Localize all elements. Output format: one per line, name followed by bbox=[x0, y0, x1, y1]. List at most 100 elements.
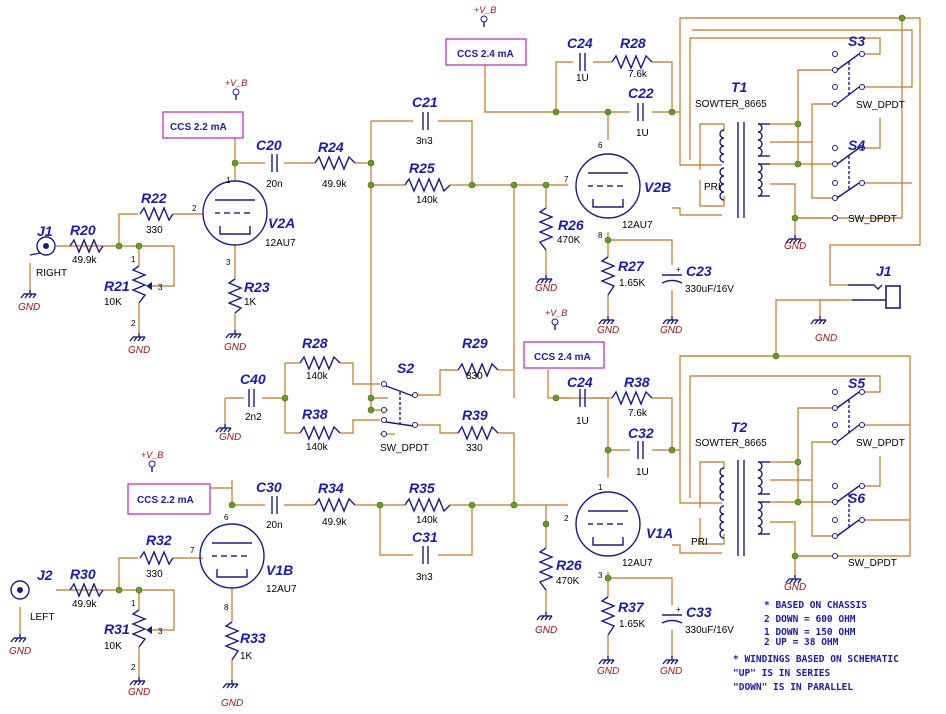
svg-text:GND: GND bbox=[815, 333, 837, 344]
capacitor-c22 bbox=[637, 103, 644, 121]
switch-type: SW_DPDT bbox=[848, 214, 897, 225]
transformer-model: SOWTER_8665 bbox=[695, 99, 767, 110]
switch-s6 bbox=[832, 483, 865, 559]
svg-text:2 DOWN = 600 OHM: 2 DOWN = 600 OHM bbox=[764, 614, 856, 625]
capacitor-value: 20n bbox=[266, 520, 283, 531]
switch-type: SW_DPDT bbox=[848, 558, 897, 569]
svg-text:+: + bbox=[676, 265, 681, 274]
resistor-value: 49.9k bbox=[322, 517, 347, 528]
tube-ref: V2B bbox=[644, 179, 671, 195]
svg-text:* BASED ON CHASSIS: * BASED ON CHASSIS bbox=[764, 600, 867, 611]
resistor-ref: R22 bbox=[141, 190, 167, 206]
tube-ref: V2A bbox=[268, 215, 295, 231]
resistor-ref: R23 bbox=[244, 279, 270, 295]
transformer-model: SOWTER_8665 bbox=[695, 438, 767, 449]
svg-text:GND: GND bbox=[660, 325, 682, 336]
svg-text:3: 3 bbox=[158, 283, 163, 292]
ccs-label: CCS 2.2 mA bbox=[170, 122, 227, 133]
svg-text:2 UP = 38 OHM: 2 UP = 38 OHM bbox=[764, 637, 839, 648]
capacitor-c32 bbox=[637, 441, 644, 459]
svg-text:1 DOWN = 150 OHM: 1 DOWN = 150 OHM bbox=[764, 627, 856, 638]
svg-text:GND: GND bbox=[224, 342, 246, 353]
vb-symbol bbox=[551, 318, 559, 331]
tube-ref: V1B bbox=[266, 562, 293, 578]
resistor-value: 470K bbox=[557, 235, 581, 246]
resistor-value: 10K bbox=[104, 641, 122, 652]
capacitor-value: 1U bbox=[576, 73, 589, 84]
svg-text:8: 8 bbox=[598, 231, 603, 240]
resistor-value: 330 bbox=[146, 569, 163, 580]
tube-type: 12AU7 bbox=[622, 558, 653, 569]
resistor-ref: R38 bbox=[302, 406, 328, 422]
resistor-r20 bbox=[69, 238, 104, 254]
ccs-box-v1a bbox=[523, 341, 605, 369]
capacitor-c20 bbox=[271, 154, 278, 172]
svg-text:GND: GND bbox=[597, 325, 619, 336]
ccs-label: CCS 2.2 mA bbox=[137, 495, 194, 506]
ccs-box-v2a bbox=[162, 111, 244, 139]
capacitor-c40 bbox=[248, 389, 255, 407]
tube-v1a bbox=[575, 491, 641, 557]
resistor-r38b bbox=[299, 425, 341, 441]
vb-symbol bbox=[232, 88, 240, 101]
resistor-ref: R28 bbox=[620, 35, 646, 51]
capacitor-value: 3n3 bbox=[416, 136, 433, 147]
resistor-r26b bbox=[538, 547, 554, 591]
resistor-r39 bbox=[457, 425, 499, 441]
svg-text:6: 6 bbox=[598, 141, 603, 150]
resistor-value: 330 bbox=[466, 443, 483, 454]
svg-text:+: + bbox=[676, 605, 681, 614]
svg-text:GND: GND bbox=[128, 687, 150, 698]
capacitor-c30 bbox=[271, 496, 278, 514]
svg-text:GND: GND bbox=[128, 345, 150, 356]
tube-type: 12AU7 bbox=[265, 238, 296, 249]
capacitor-value: 1U bbox=[636, 128, 649, 139]
switch-type: SW_DPDT bbox=[380, 443, 429, 454]
resistor-r32 bbox=[139, 550, 174, 566]
tube-v1b bbox=[199, 523, 265, 589]
resistor-value: 1K bbox=[240, 651, 253, 662]
capacitor-ref: C24 bbox=[567, 374, 593, 390]
input-jack-j2 bbox=[10, 580, 30, 600]
resistor-value: 1.65K bbox=[619, 278, 645, 289]
svg-text:* WINDINGS BASED ON SCHEMATIC: * WINDINGS BASED ON SCHEMATIC bbox=[733, 654, 899, 665]
switch-ref: S2 bbox=[397, 360, 414, 376]
resistor-ref: R26 bbox=[556, 557, 582, 573]
switch-type: SW_DPDT bbox=[856, 100, 905, 111]
vb-symbol bbox=[480, 15, 488, 28]
svg-text:3: 3 bbox=[598, 571, 603, 580]
resistor-value: 470K bbox=[556, 576, 580, 587]
resistor-r38a bbox=[611, 390, 653, 406]
resistor-value: 140k bbox=[416, 515, 439, 526]
resistor-r27 bbox=[600, 256, 616, 296]
resistor-ref: R30 bbox=[70, 566, 96, 582]
vb-label: +V_B bbox=[225, 78, 247, 88]
vb-symbol bbox=[148, 460, 156, 473]
resistor-ref: R37 bbox=[618, 599, 645, 615]
switch-ref: S4 bbox=[848, 137, 865, 153]
resistor-r29 bbox=[457, 362, 499, 378]
svg-text:GND: GND bbox=[597, 666, 619, 677]
resistor-ref: R27 bbox=[618, 258, 645, 274]
capacitor-ref: C32 bbox=[628, 425, 654, 441]
capacitor-c23: + bbox=[661, 265, 683, 284]
svg-text:2: 2 bbox=[564, 514, 569, 523]
switch-ref: S6 bbox=[848, 490, 865, 506]
capacitor-value: 2n2 bbox=[245, 412, 262, 423]
capacitor-ref: C30 bbox=[256, 479, 282, 495]
resistor-ref: R34 bbox=[318, 480, 344, 496]
resistor-r22 bbox=[139, 206, 174, 222]
svg-text:7: 7 bbox=[564, 175, 569, 184]
ccs-box-v2b bbox=[445, 38, 527, 66]
resistor-r34 bbox=[314, 497, 356, 513]
svg-text:2: 2 bbox=[192, 204, 197, 213]
resistor-value: 140k bbox=[306, 442, 329, 453]
capacitor-value: 1U bbox=[576, 416, 589, 427]
resistor-r28a bbox=[611, 54, 653, 70]
capacitor-ref: C31 bbox=[412, 529, 438, 545]
svg-text:1: 1 bbox=[226, 176, 231, 185]
resistor-value: 1.65K bbox=[619, 619, 645, 630]
tube-v2a bbox=[202, 180, 268, 246]
resistor-ref: R39 bbox=[462, 407, 488, 423]
